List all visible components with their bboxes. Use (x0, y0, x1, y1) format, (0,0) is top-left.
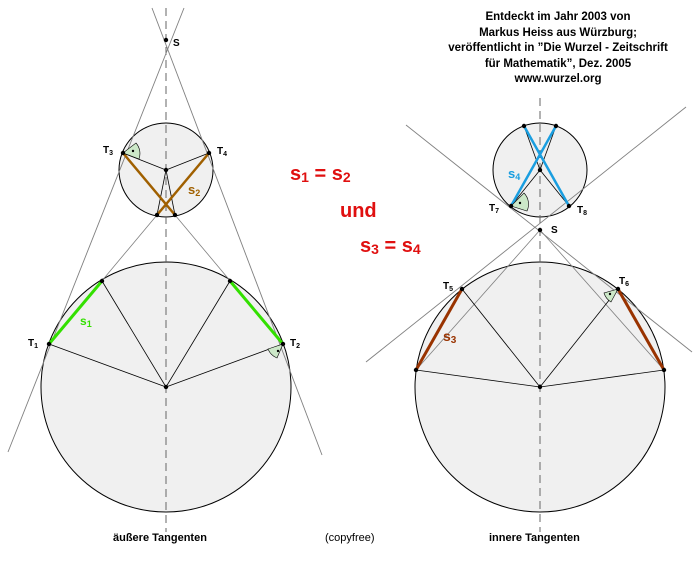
right-angle-dot-t6 (608, 292, 612, 296)
chord-s4-a (522, 125, 571, 207)
right-small-radius-t8 (539, 169, 570, 207)
label-s-right: S (551, 225, 558, 236)
label-t6: T6 (619, 276, 629, 288)
label-s1: s1 (80, 314, 92, 329)
point-t6 (615, 286, 621, 292)
label-t3: T3 (103, 145, 113, 157)
label-t4: T4 (217, 146, 227, 158)
info-line-4: für Mathematik”, Dez. 2005 (484, 57, 632, 70)
point-g (521, 123, 527, 129)
label-t7: T7 (489, 203, 499, 215)
left-radius-t1 (48, 343, 167, 388)
label-t8: T8 (577, 205, 587, 217)
left-figure-external-tangents: S T1 T2 T3 T4 s1 s2 (7, 7, 323, 532)
point-t7 (508, 203, 514, 209)
left-small-radius-d (165, 169, 176, 216)
point-t1 (46, 341, 52, 347)
point-s-right (537, 227, 543, 233)
left-small-radius-t4 (165, 152, 210, 171)
point-t4 (206, 150, 212, 156)
chord-s2-b (156, 152, 210, 216)
right-angle-dot-t3 (131, 149, 135, 153)
point-t5 (459, 286, 465, 292)
right-tangent-line-b (365, 106, 687, 363)
right-inner-line-b (539, 229, 665, 371)
point-c (154, 212, 160, 218)
left-tangent-line-right (151, 7, 323, 456)
point-center-large-right (537, 384, 543, 390)
left-small-radius-c (156, 169, 167, 216)
caption-middle: (copyfree) (325, 532, 375, 544)
chord-s3-right (616, 288, 666, 371)
chord-s4-b (509, 125, 558, 207)
label-s-left: S (173, 38, 180, 49)
point-center-large-left (163, 384, 169, 390)
point-b (227, 278, 233, 284)
point-t3 (120, 150, 126, 156)
info-text-block: Entdeckt im Jahr 2003 von Markus Heiss a… (428, 10, 688, 88)
right-radius-t6 (539, 288, 619, 388)
caption-right: innere Tangenten (489, 532, 580, 544)
point-center-small-left (163, 167, 169, 173)
point-h (553, 123, 559, 129)
right-small-radius-t7 (510, 169, 541, 207)
label-s4: s4 (508, 166, 520, 182)
equation-s3-s4: s3 = s4 (360, 235, 421, 257)
right-small-radius-g (523, 125, 541, 171)
right-angle-dot-t2 (276, 349, 280, 353)
right-figure-internal-tangents: S T5 T6 T7 T8 s3 s4 (365, 98, 693, 532)
caption-left: äußere Tangenten (113, 532, 207, 544)
equation-und: und (340, 200, 377, 222)
left-radius-b (165, 280, 231, 388)
info-line-2: Markus Heiss aus Würzburg; (479, 26, 637, 39)
left-tangent-line-left (7, 7, 185, 453)
point-t8 (566, 203, 572, 209)
chord-s1-left (47, 280, 104, 345)
right-radius-f (539, 369, 665, 388)
equation-s1-s2: s1 = s2 (290, 163, 351, 185)
label-t5: T5 (443, 281, 453, 293)
right-small-radius-h (539, 125, 557, 171)
right-tangent-line-a (405, 124, 693, 353)
info-line-5: www.wurzel.org (514, 73, 602, 85)
right-inner-line-a (415, 229, 541, 371)
left-radius-t2 (165, 343, 284, 388)
right-angle-marker-t2 (267, 343, 284, 359)
point-f (661, 367, 667, 373)
right-angle-marker-t3 (122, 142, 141, 160)
chord-s1-right (228, 280, 285, 345)
point-center-small-right (537, 167, 543, 173)
chord-s3-left (414, 288, 464, 371)
left-radius-a (101, 280, 167, 388)
right-angle-dot-t7 (518, 201, 522, 205)
right-angle-marker-t6 (603, 288, 619, 303)
info-line-1: Entdeckt im Jahr 2003 von (485, 11, 631, 23)
label-t1: T1 (28, 338, 38, 350)
point-a (99, 278, 105, 284)
label-s3: s3 (443, 328, 457, 346)
info-line-3: veröffentlicht in ”Die Wurzel - Zeitschr… (448, 42, 668, 54)
right-radius-t5 (461, 288, 541, 388)
point-s-left (163, 37, 169, 43)
label-t2: T2 (290, 338, 300, 350)
point-d (172, 212, 178, 218)
label-s2: s2 (188, 182, 200, 198)
point-t2 (280, 341, 286, 347)
right-radius-e (415, 369, 541, 388)
point-e (413, 367, 419, 373)
